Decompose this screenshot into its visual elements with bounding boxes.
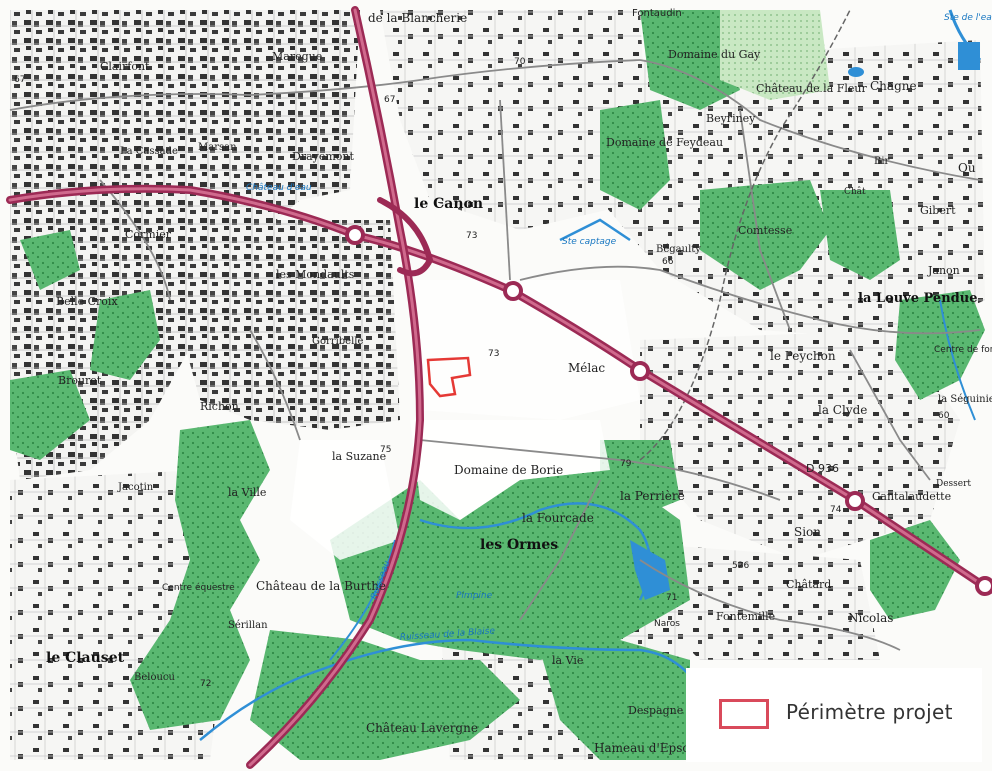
- label-chateau-lavergne: Château Lavergne: [366, 721, 478, 735]
- label-clairfont: Clairfont: [100, 60, 150, 73]
- label-la-seguinie: la Séguinie: [938, 394, 992, 405]
- label-cormier: Cormier: [125, 228, 172, 241]
- label-chateau-fleur: Château de la Fleur: [756, 82, 867, 95]
- label-beyriney: Beyriney: [706, 112, 756, 125]
- label-les-ormes: les Ormes: [480, 537, 558, 553]
- label-begaulty: Bégaulty: [656, 244, 701, 255]
- label-le-canon: le Canon: [414, 196, 483, 212]
- label-dessert: Dessert: [936, 479, 971, 489]
- elev-79: 79: [620, 459, 632, 469]
- elevation-labels: 67 70 67 73 66 75 79 74 72 71 73 60 526: [14, 57, 950, 689]
- label-les-mondaults: les Mondaults: [276, 268, 355, 281]
- elev-73a: 73: [466, 231, 477, 241]
- label-richon: Richon: [200, 400, 239, 413]
- label-qu: Qu: [958, 161, 976, 175]
- label-serillan: Sérillan: [228, 620, 268, 631]
- label-gorribelle: Gorribelle: [312, 336, 363, 347]
- label-janon: Janon: [927, 264, 960, 277]
- label-belle-croix: Belle Croix: [56, 295, 118, 308]
- label-brouret: Brouret: [58, 374, 102, 387]
- label-marsan: Marsan: [198, 142, 237, 153]
- label-fontaudin: Fontaudin: [632, 8, 682, 19]
- label-jacotin: Jacotin: [117, 482, 154, 493]
- map-legend: Périmètre projet: [686, 668, 982, 762]
- elev-73b: 73: [488, 349, 499, 359]
- label-la-cassade: La Cassade: [120, 146, 178, 157]
- place-labels: de la Blancherie Fontaudin Domaine du Ga…: [46, 8, 992, 755]
- label-la-suzane: la Suzane: [332, 450, 386, 463]
- elev-74: 74: [830, 505, 842, 515]
- label-la-clyde: la Clyde: [818, 403, 867, 417]
- label-drayemont: Drayemont: [292, 150, 354, 163]
- elev-60: 60: [938, 411, 950, 421]
- label-la-ville: la Ville: [228, 486, 266, 499]
- elev-67b: 67: [384, 95, 395, 105]
- label-chagne: Chagne: [870, 79, 917, 93]
- label-despagne: Despagne: [628, 704, 683, 717]
- label-chateau-eau: Château d'eau: [246, 183, 312, 193]
- water-ste-captage: Ste captage: [562, 237, 617, 247]
- label-le-peychon: le Peychon: [770, 349, 836, 363]
- label-domaine-feydeau: Domaine de Feydeau: [606, 136, 723, 149]
- label-la-fourcade: la Fourcade: [522, 511, 594, 525]
- water-ste-eau: Ste de l'eau: [944, 13, 992, 23]
- label-melac: Mélac: [568, 361, 605, 375]
- label-chatard: Châtard: [786, 578, 831, 591]
- label-maregue: Maregue: [272, 50, 322, 63]
- label-fontemille: Fontemille: [716, 610, 775, 623]
- project-perimeter: [426, 356, 472, 398]
- forest-areas: [10, 10, 985, 760]
- label-hameau-epsom: Hameau d'Epsom: [594, 741, 702, 755]
- roundabouts: [345, 225, 992, 596]
- elev-67a: 67: [14, 75, 25, 85]
- label-la-perriere: la Perrière: [620, 489, 685, 503]
- label-chat: Chât: [844, 186, 866, 197]
- legend-perimeter-swatch: [719, 699, 769, 729]
- label-la-blancherie: de la Blancherie: [368, 11, 467, 25]
- elev-72: 72: [200, 679, 211, 689]
- label-chateau-burthe: Château de la Burthe: [256, 579, 386, 593]
- label-sion: Sion: [794, 525, 821, 539]
- label-beloucu: Beloucu: [134, 672, 176, 683]
- elev-526: 526: [732, 561, 749, 571]
- elev-70: 70: [514, 57, 526, 67]
- label-le-clauset: le Clauset: [46, 650, 125, 666]
- label-domaine-borie: Domaine de Borie: [454, 463, 563, 477]
- label-comtesse: Comtesse: [738, 224, 792, 237]
- label-nicolas: Nicolas: [848, 611, 893, 625]
- railway: [639, 9, 851, 461]
- label-la-vie: la Vie: [552, 654, 583, 667]
- elev-66: 66: [662, 257, 674, 267]
- label-bir: Bir: [874, 156, 890, 167]
- label-d936: D 936: [806, 462, 839, 475]
- label-gibert: Gibert: [920, 204, 956, 217]
- label-naros: Naros: [654, 619, 680, 629]
- label-centre-equestre: Centre équestre: [162, 582, 235, 593]
- secondary-roads: [9, 59, 981, 651]
- elev-75: 75: [380, 445, 391, 455]
- label-domaine-du-gay: Domaine du Gay: [668, 48, 761, 61]
- label-cantalaudette: Cantalaudette: [872, 490, 951, 503]
- legend-perimeter-label: Périmètre projet: [786, 700, 953, 724]
- label-la-louve-pendue: la Louve Pendue: [858, 291, 977, 306]
- water-features: [199, 9, 982, 741]
- label-centre-formation: Centre de formation: [934, 345, 992, 355]
- elev-71: 71: [666, 593, 677, 603]
- water-pimpine: Pimpine: [456, 591, 493, 601]
